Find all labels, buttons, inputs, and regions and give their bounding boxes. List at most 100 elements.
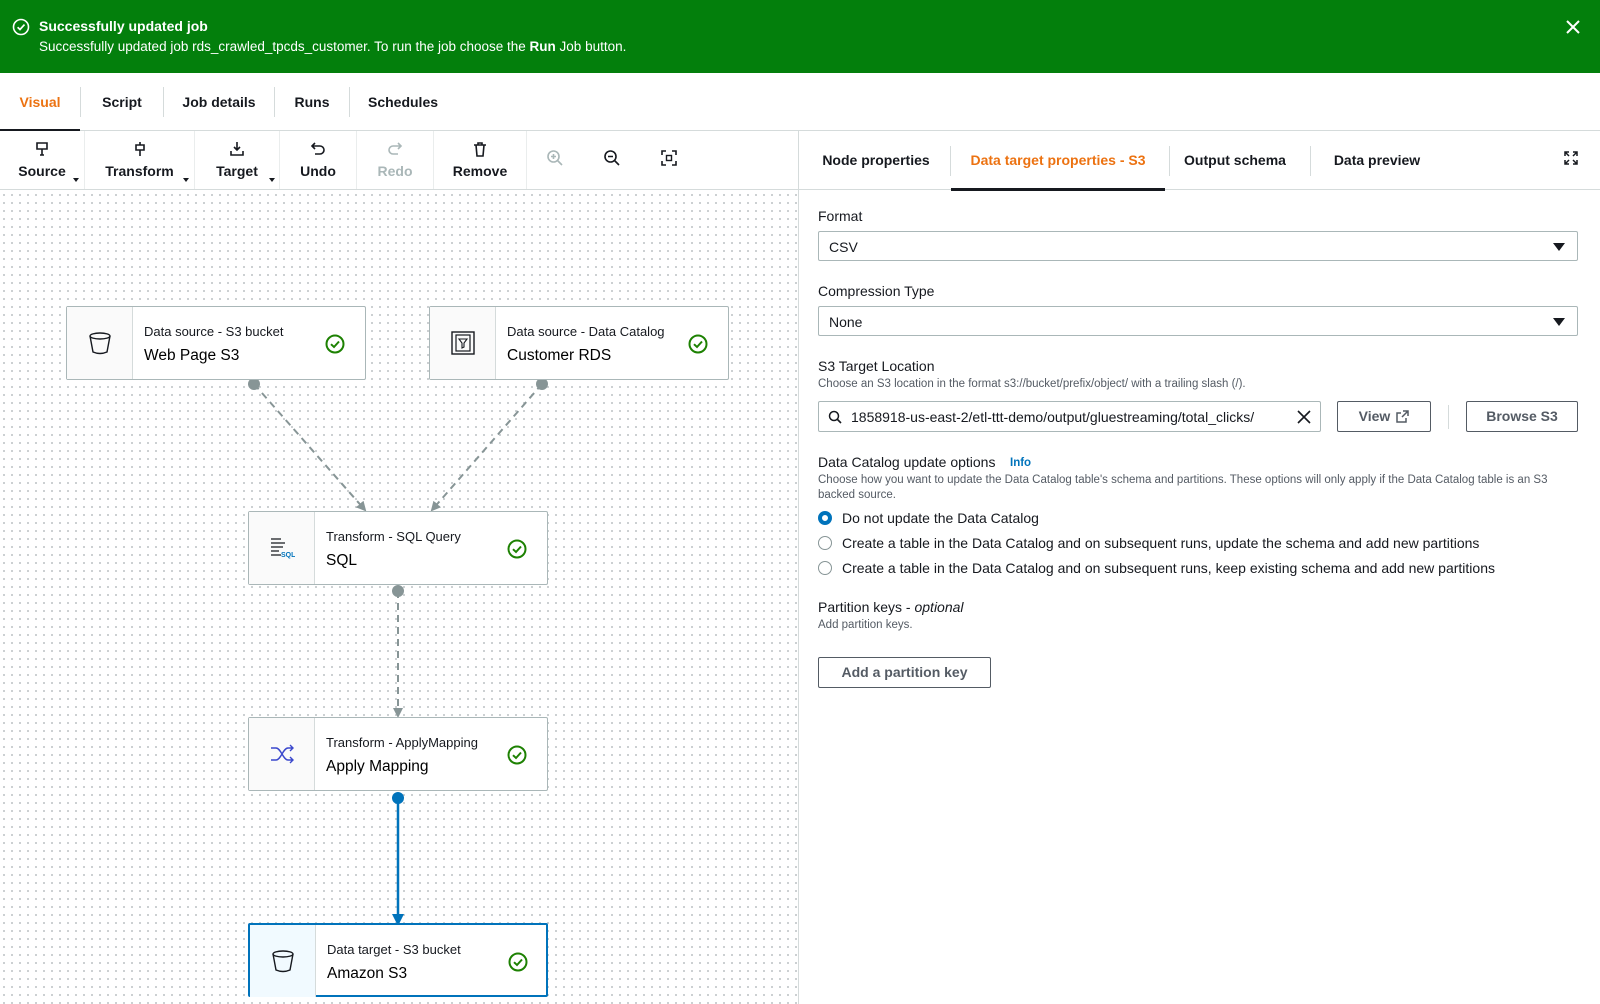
dropdown-caret-icon — [73, 178, 79, 182]
node-web-page-s3[interactable]: Data source - S3 bucket Web Page S3 — [66, 306, 366, 380]
banner-message: Successfully updated job rds_crawled_tpc… — [39, 39, 626, 54]
tab-separator — [950, 146, 951, 176]
target-button[interactable]: Target — [195, 131, 279, 189]
zoom-out-icon[interactable] — [603, 149, 621, 167]
tab-visual[interactable]: Visual — [0, 73, 80, 132]
check-circle-icon — [507, 539, 527, 559]
tab-job-details[interactable]: Job details — [182, 94, 256, 110]
s3-location-field[interactable] — [818, 401, 1321, 432]
edge-webpage-to-sql — [253, 383, 367, 512]
info-link[interactable]: Info — [1010, 457, 1032, 469]
banner-message-suffix: Job button. — [555, 39, 627, 54]
source-button[interactable]: Source — [0, 131, 84, 189]
node-customer-rds[interactable]: Data source - Data Catalog Customer RDS — [429, 306, 729, 380]
compression-select[interactable]: None — [818, 306, 1578, 336]
banner-title: Successfully updated job — [39, 18, 208, 34]
node-amazon-s3[interactable]: Data target - S3 bucket Amazon S3 — [248, 923, 548, 997]
close-icon[interactable] — [1564, 18, 1582, 36]
tab-node-properties[interactable]: Node properties — [822, 152, 930, 168]
partition-keys-description: Add partition keys. — [818, 619, 913, 631]
caret-down-icon — [1553, 318, 1565, 326]
undo-label: Undo — [300, 163, 336, 179]
tab-script[interactable]: Script — [102, 94, 142, 110]
tab-output-schema[interactable]: Output schema — [1184, 152, 1286, 168]
tab-separator — [274, 87, 275, 117]
toolbar-separator — [356, 131, 357, 189]
tab-data-preview[interactable]: Data preview — [1333, 152, 1421, 168]
node-apply-mapping[interactable]: Transform - ApplyMapping Apply Mapping — [248, 717, 548, 791]
check-circle-icon — [508, 952, 528, 972]
source-label: Source — [18, 163, 66, 179]
dropdown-caret-icon — [269, 178, 275, 182]
edge-customer-to-sql — [430, 383, 543, 512]
redo-button[interactable]: Redo — [357, 131, 433, 189]
remove-button[interactable]: Remove — [434, 131, 526, 189]
remove-label: Remove — [452, 163, 508, 179]
radio-label: Do not update the Data Catalog — [842, 510, 1039, 526]
format-value: CSV — [829, 239, 858, 255]
node-icon-container — [430, 307, 496, 379]
node-subtitle: Data target - S3 bucket — [327, 942, 461, 957]
s3-location-input[interactable] — [851, 406, 1291, 428]
data-catalog-icon — [451, 331, 475, 355]
target-icon — [230, 142, 244, 156]
radio-circle — [818, 511, 832, 525]
transform-button[interactable]: Transform — [85, 131, 194, 189]
bucket-icon — [89, 332, 111, 355]
tab-separator — [163, 87, 164, 117]
format-label: Format — [818, 208, 863, 224]
success-banner: Successfully updated job Successfully up… — [0, 0, 1600, 73]
tab-separator — [80, 87, 81, 117]
tab-schedules[interactable]: Schedules — [367, 94, 439, 110]
node-subtitle: Transform - ApplyMapping — [326, 735, 478, 750]
catalog-update-label: Data Catalog update options — [818, 454, 996, 470]
add-partition-key-button[interactable]: Add a partition key — [818, 657, 991, 688]
node-icon-container — [67, 307, 133, 379]
tab-data-target-properties[interactable]: Data target properties - S3 — [951, 131, 1165, 191]
shuffle-icon — [271, 744, 294, 764]
toolbar-separator — [526, 131, 527, 189]
redo-icon — [388, 142, 403, 155]
node-subtitle: Data source - Data Catalog — [507, 324, 665, 339]
browse-s3-button[interactable]: Browse S3 — [1466, 401, 1578, 432]
node-sql[interactable]: SQL Transform - SQL Query SQL — [248, 511, 548, 585]
redo-label: Redo — [377, 163, 413, 179]
toolbar-separator — [279, 131, 280, 189]
search-icon — [828, 410, 842, 424]
external-link-icon — [1396, 410, 1410, 423]
edge-handle — [392, 792, 404, 804]
target-label: Target — [216, 163, 258, 179]
node-title: Amazon S3 — [327, 965, 408, 982]
node-title: Customer RDS — [507, 347, 612, 364]
zoom-in-icon[interactable] — [546, 149, 564, 167]
toolbar-separator — [84, 131, 85, 189]
visual-canvas[interactable]: Data source - S3 bucket Web Page S3 Data… — [0, 191, 798, 1004]
undo-icon — [310, 142, 325, 155]
node-subtitle: Transform - SQL Query — [326, 529, 461, 544]
check-circle-icon — [688, 334, 708, 354]
panel-divider[interactable] — [798, 131, 799, 1004]
node-icon-container — [250, 925, 316, 997]
undo-button[interactable]: Undo — [280, 131, 356, 189]
format-select[interactable]: CSV — [818, 231, 1578, 261]
success-check-icon — [12, 18, 30, 36]
radio-circle — [818, 536, 832, 550]
banner-message-bold: Run — [529, 39, 556, 54]
expand-icon[interactable] — [1563, 150, 1579, 166]
s3-location-label: S3 Target Location — [818, 358, 935, 374]
radio-label: Create a table in the Data Catalog and o… — [842, 535, 1480, 551]
node-subtitle: Data source - S3 bucket — [144, 324, 284, 339]
banner-message-text: Successfully updated job rds_crawled_tpc… — [39, 39, 530, 54]
radio-circle — [818, 561, 832, 575]
view-button[interactable]: View — [1337, 401, 1431, 432]
button-separator — [1448, 405, 1449, 429]
job-tabs: Visual Script Job details Runs Schedules — [0, 73, 1600, 132]
check-circle-icon — [325, 334, 345, 354]
catalog-update-description: Choose how you want to update the Data C… — [818, 474, 1548, 501]
fit-view-icon[interactable] — [660, 149, 678, 167]
clear-icon[interactable] — [1297, 410, 1311, 424]
trash-icon — [474, 142, 486, 157]
tab-runs[interactable]: Runs — [294, 94, 330, 110]
tab-separator — [1169, 146, 1170, 176]
caret-down-icon — [1553, 243, 1565, 251]
